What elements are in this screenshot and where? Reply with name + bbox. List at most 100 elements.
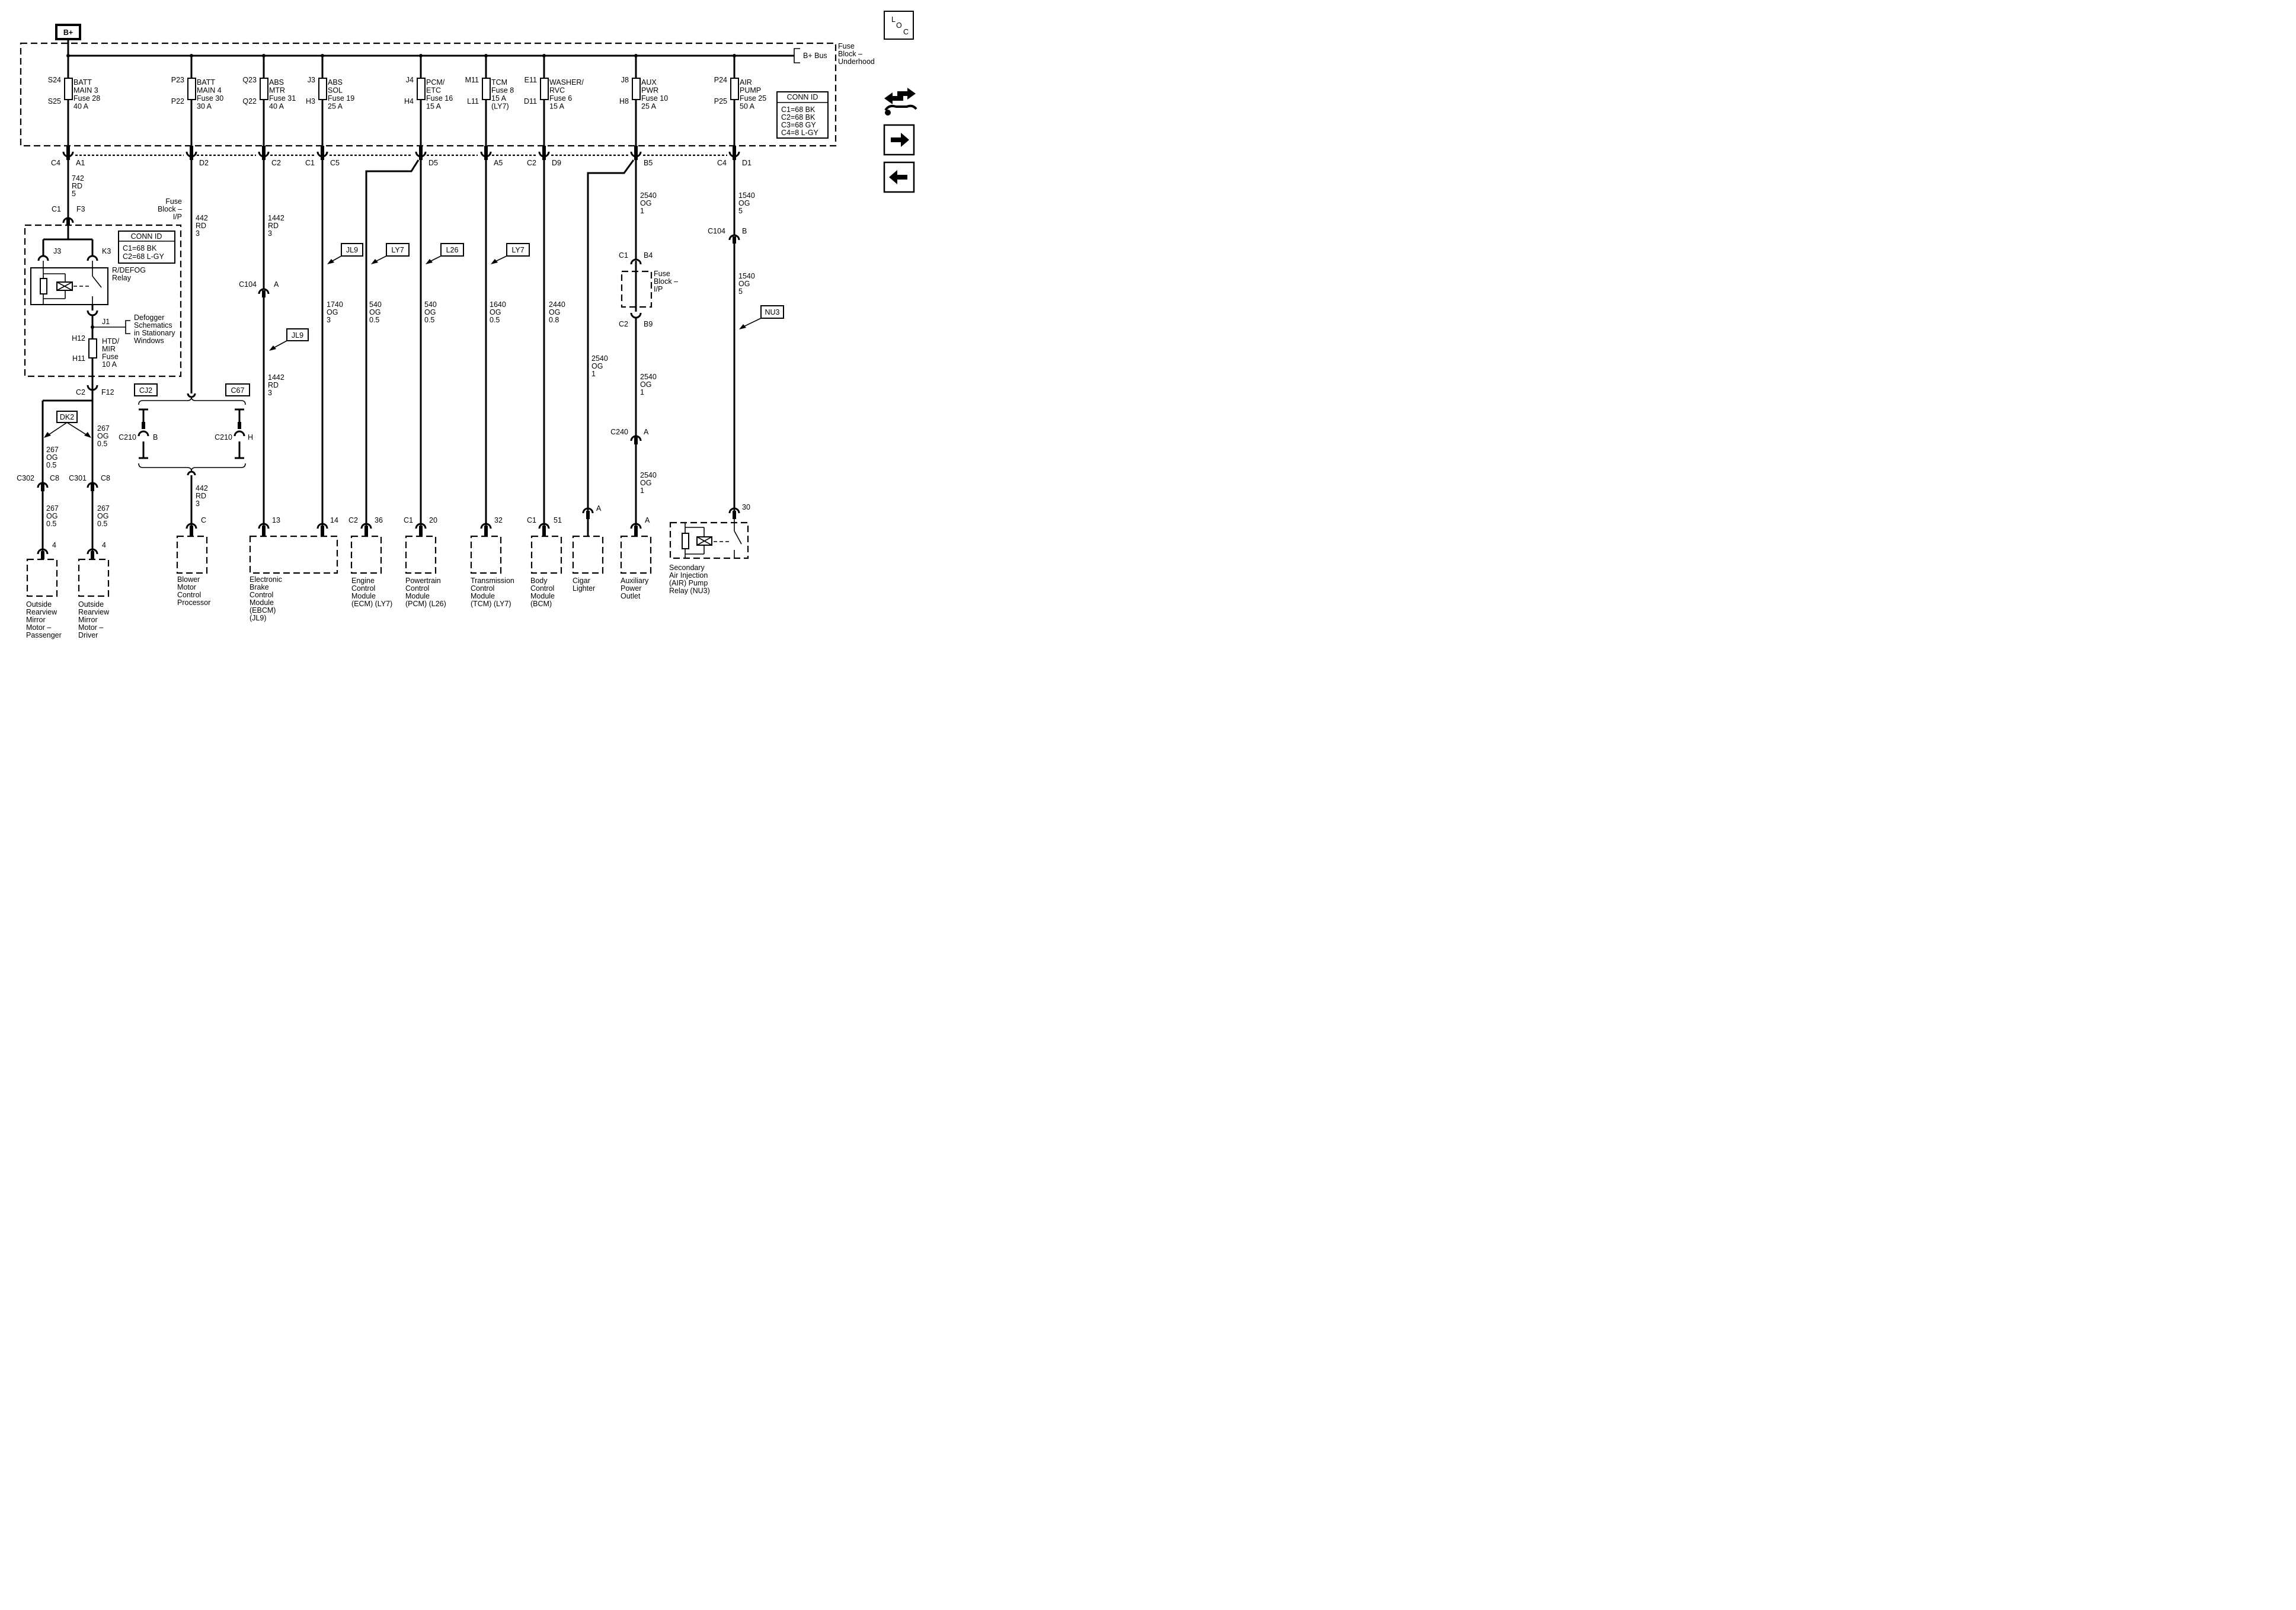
- conn-c302-pin: C8: [50, 474, 59, 482]
- ip-fuse-block: [24, 224, 182, 377]
- conn-id-underhood-line: C2=68 BK: [781, 113, 816, 121]
- htd-fuse-bot-pin: H11: [72, 354, 85, 363]
- connector-left-label: C2: [527, 159, 536, 167]
- relay-pin-j3: J3: [53, 247, 61, 255]
- conn-id-underhood: [776, 91, 829, 139]
- previous-page-icon[interactable]: [883, 161, 915, 193]
- connector-pin: [419, 146, 423, 160]
- conn-c210-b: C210: [215, 433, 232, 441]
- conn-id-underhood-line: C4=8 L-GY: [781, 129, 819, 137]
- fuse-bottom-pin: L11: [467, 97, 479, 105]
- connector-right-label: D2: [199, 159, 209, 167]
- connector-right-label: A5: [494, 159, 503, 167]
- outside-mirror-driver: [78, 558, 110, 597]
- conn-c104-a: C104: [239, 280, 257, 289]
- ip-conn-f3-label: F3: [76, 205, 85, 213]
- comp-bcm-pin: 51: [554, 516, 562, 524]
- loc-icon-c: C: [903, 28, 909, 36]
- b-plus-bus-label: B+ Bus: [803, 52, 827, 60]
- comp-blower-pin: C: [201, 516, 206, 524]
- comp-mirror-driver-pin: 4: [102, 541, 106, 549]
- fuse-bottom-pin: S25: [48, 97, 61, 105]
- fuse-element: [540, 78, 549, 100]
- outside-mirror-passenger: [26, 558, 58, 597]
- connector-right-label: D9: [552, 159, 561, 167]
- fuse-element: [187, 78, 196, 100]
- connector-left-label: C1: [305, 159, 315, 167]
- fuse-bottom-pin: H8: [619, 97, 629, 105]
- fuse-element: [260, 78, 268, 100]
- option-tag-cj2-label: CJ2: [139, 386, 152, 395]
- option-tag-cj2: [134, 383, 158, 396]
- fuse-bottom-pin: D11: [524, 97, 537, 105]
- cigar-lighter: [572, 535, 604, 574]
- connector-pin: [262, 146, 266, 160]
- battery-source-label: B+: [63, 28, 73, 37]
- ip-conn-c2-label: C2: [76, 388, 85, 396]
- conn-id-ip: [118, 231, 175, 264]
- diagnostic-tools-icon[interactable]: [884, 88, 917, 116]
- conn-c301-pin: C8: [101, 474, 110, 482]
- option-tag-l26: [440, 243, 464, 257]
- option-tag-l26-label: L26: [446, 246, 459, 254]
- option-tag-ly7-b-label: LY7: [511, 246, 524, 254]
- htd-fuse-top-pin: H12: [72, 334, 85, 343]
- body-control-module: [530, 535, 562, 574]
- ebcm: [249, 535, 338, 574]
- transmission-control-module: [470, 535, 502, 574]
- conn-c104-b: C104: [708, 227, 725, 235]
- fuse-element: [482, 78, 491, 100]
- connector-pin: [542, 146, 546, 160]
- conn-id-underhood-line: C1=68 BK: [781, 105, 816, 114]
- option-tag-c67-label: C67: [231, 386, 245, 395]
- fuse-bottom-pin: Q22: [242, 97, 257, 105]
- connector-right-label: D1: [742, 159, 752, 167]
- comp-ecm-pin: 36: [375, 516, 383, 524]
- loc-icon[interactable]: [884, 11, 914, 40]
- comp-aux-pin: A: [645, 516, 650, 524]
- conn-c104-a-pin: A: [274, 280, 279, 289]
- fuse-top-pin: Q23: [242, 76, 257, 84]
- ip-conn-c2: C2: [619, 320, 628, 328]
- conn-c210-b-pin: H: [248, 433, 253, 441]
- connector-left-label: C4: [717, 159, 727, 167]
- blower-motor-control-processor: [176, 535, 208, 574]
- option-tag-jl9-a: [341, 243, 363, 257]
- ip-conn-c1-label: C1: [52, 205, 61, 213]
- fuse-top-pin: P24: [714, 76, 727, 84]
- fuse-bottom-pin: P22: [171, 97, 184, 105]
- comp-bcm-conn: C1: [527, 516, 536, 524]
- connector-right-label: A1: [76, 159, 85, 167]
- loc-icon-o: O: [896, 21, 902, 30]
- next-page-icon[interactable]: [883, 124, 915, 156]
- air-pump-relay: [669, 521, 749, 559]
- conn-c301: C301: [69, 474, 87, 482]
- connector-pin: [321, 146, 324, 160]
- comp-pcm-pin: 20: [429, 516, 437, 524]
- conn-id-underhood-title: CONN ID: [787, 93, 818, 101]
